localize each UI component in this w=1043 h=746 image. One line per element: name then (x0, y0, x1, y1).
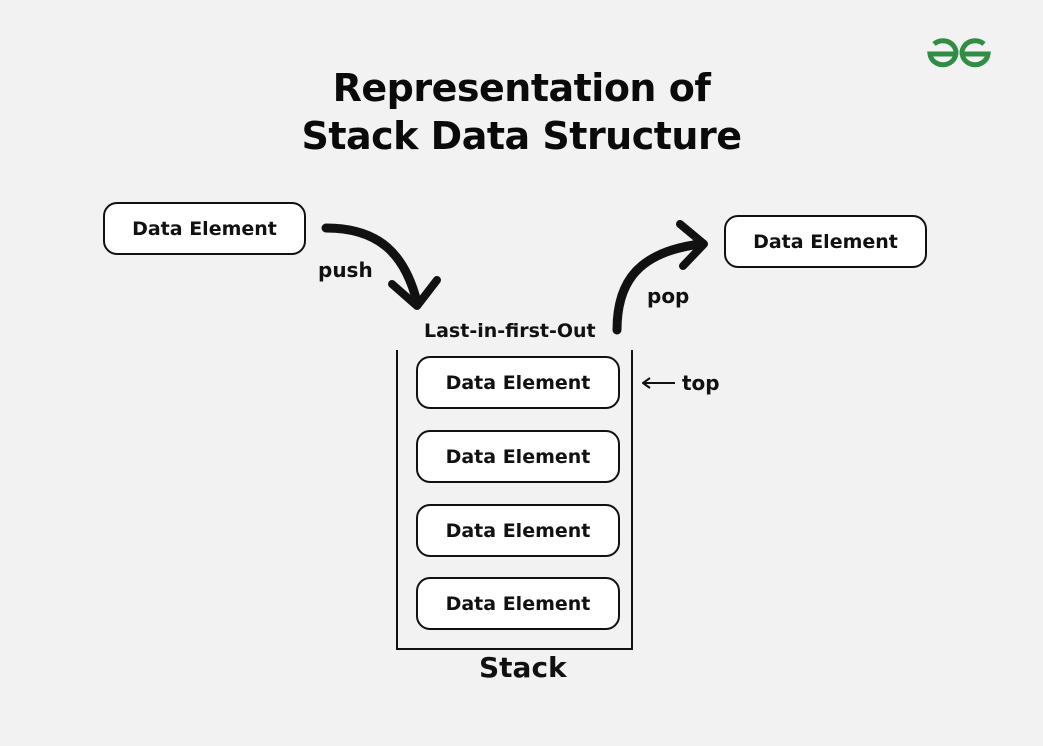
stack-container (396, 350, 633, 650)
push-label: push (318, 258, 373, 282)
push-arrowhead-icon (388, 276, 441, 310)
pop-data-element: Data Element (724, 215, 927, 268)
diagram-title: Representation of Stack Data Structure (0, 64, 1043, 160)
stack-item-label: Data Element (445, 519, 591, 542)
title-line-2: Stack Data Structure (301, 114, 742, 158)
stack-item: Data Element (416, 504, 620, 557)
pop-arrow-icon (612, 239, 705, 335)
push-data-element-label: Data Element (132, 217, 277, 240)
push-data-element: Data Element (103, 202, 306, 255)
pop-arrowhead-icon (676, 220, 708, 270)
stack-item-label: Data Element (445, 445, 591, 468)
stack-label: Stack (479, 651, 567, 684)
geeksforgeeks-logo-icon (927, 38, 991, 68)
top-label: top (682, 371, 720, 395)
stack-item: Data Element (416, 577, 620, 630)
title-line-1: Representation of (332, 66, 711, 110)
push-arrow-icon (321, 223, 422, 307)
lifo-label: Last-in-first-Out (424, 320, 596, 342)
top-pointer-arrowhead-icon (642, 377, 651, 389)
pop-label: pop (647, 284, 690, 308)
stack-item-label: Data Element (445, 371, 591, 394)
stack-item: Data Element (416, 430, 620, 483)
stack-item: Data Element (416, 356, 620, 409)
stack-item-label: Data Element (445, 592, 591, 615)
pop-data-element-label: Data Element (753, 230, 898, 253)
